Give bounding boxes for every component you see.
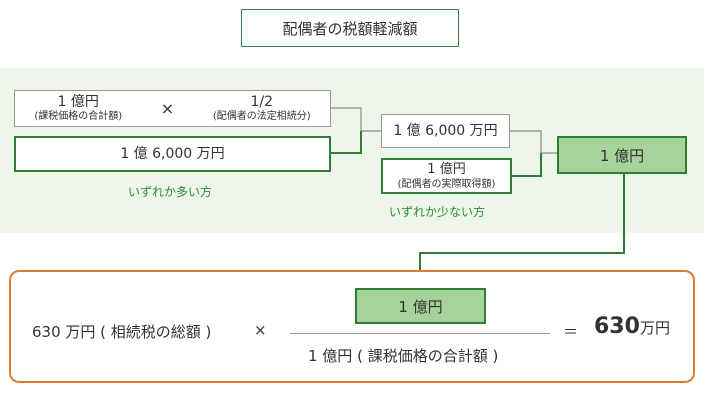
product-value2: 1/2 (配偶者の法定相続分) [213,94,311,123]
formula-result-unit: 万円 [639,319,670,337]
formula-result-number: 630 [594,314,640,339]
connector-actual-line [512,153,542,177]
formula-tax-total: 630 万円 ( 相続税の総額 ) [32,323,212,341]
actual-acquisition-label: 1 億円 [427,161,466,177]
formula-panel [9,270,695,383]
product-value1: 1 億円 (課税価格の合計額) [34,94,122,123]
product-value1-label: 1 億円 [57,94,99,110]
lesser-result-box: 1 億円 [557,136,687,174]
greater-note: いずれか多い方 [128,185,213,199]
formula-denominator: 1 億円 ( 課税価格の合計額 ) [308,347,499,365]
formula-equals-sign: ＝ [563,323,579,341]
greater-result-box: 1 億 6,000 万円 [381,114,510,148]
formula-times-sign: × [254,321,267,339]
connector-product-line [331,107,381,132]
product-times-sign: × [160,99,175,118]
actual-acquisition-sub: (配偶者の実際取得額) [397,178,496,190]
fraction-line [290,333,550,334]
product-value2-sub: (配偶者の法定相続分) [212,111,311,122]
connector-greater-line [510,130,557,154]
actual-acquisition-box: 1 億円 (配偶者の実際取得額) [381,158,512,194]
diagram-title: 配偶者の税額軽減額 [241,9,459,47]
connector-floor-line [331,131,362,154]
floor-amount-box: 1 億 6,000 万円 [14,136,331,172]
product-value1-sub: (課税価格の合計額) [34,111,123,122]
lesser-note: いずれか少ない方 [389,205,486,219]
product-value2-label: 1/2 [250,94,274,110]
formula-numerator-box: 1 億円 [355,288,486,324]
formula-result: 630万円 [594,314,670,339]
product-box: 1 億円 (課税価格の合計額) × 1/2 (配偶者の法定相続分) [14,90,331,127]
